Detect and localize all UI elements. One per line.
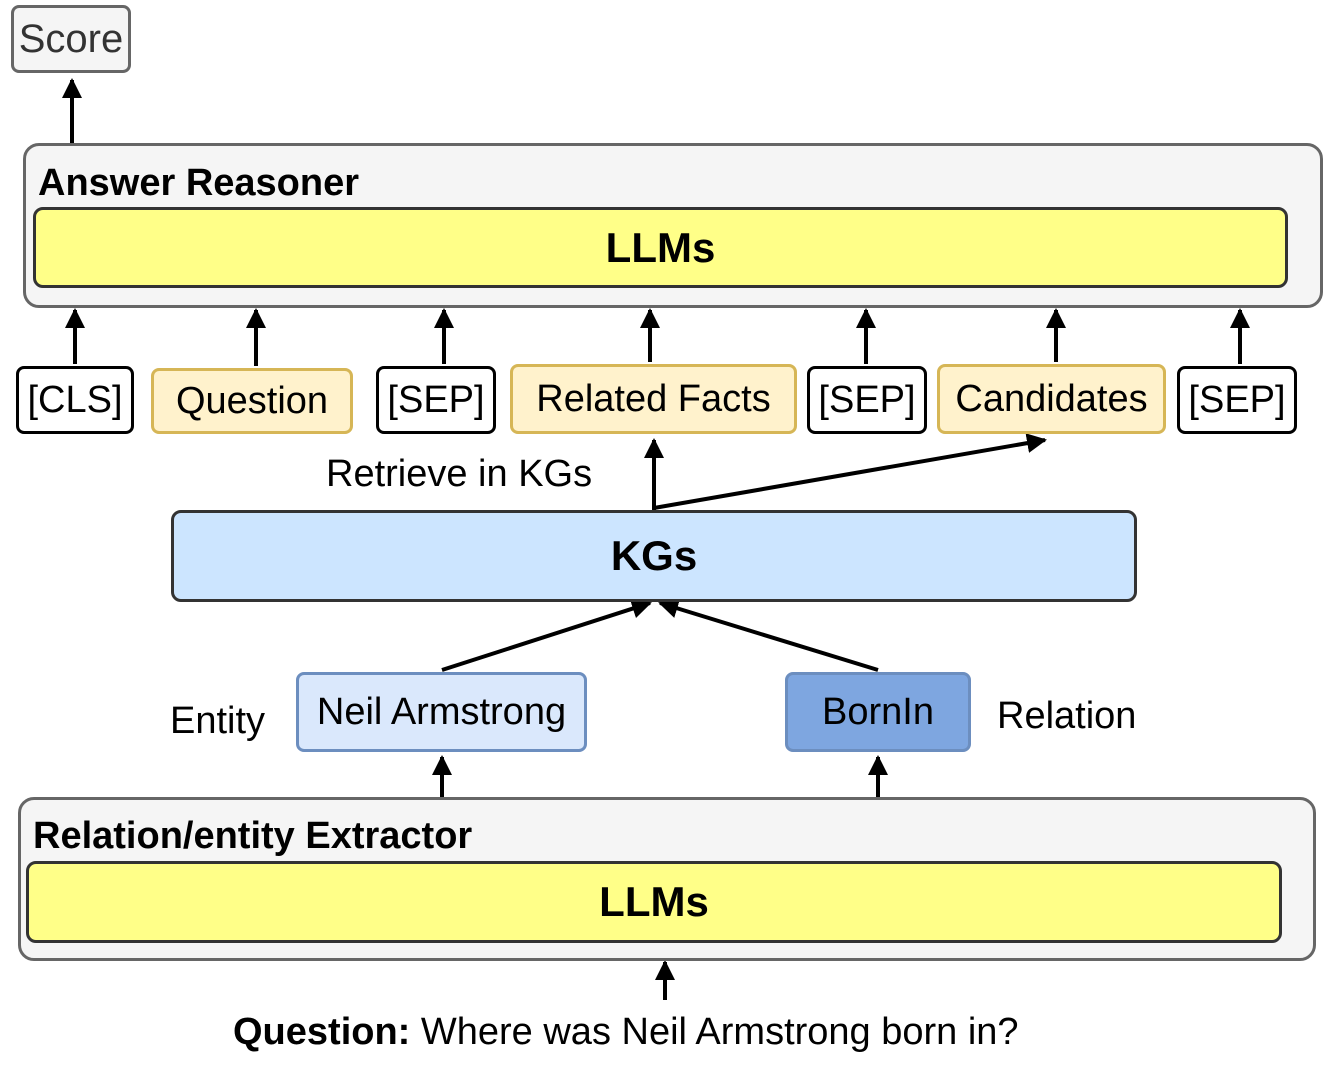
relation-box: BornIn xyxy=(785,672,971,752)
question-prefix: Question: xyxy=(233,1011,411,1053)
token-sep-2-label: [SEP] xyxy=(818,378,916,421)
question-body: Where was Neil Armstrong born in? xyxy=(410,1011,1019,1053)
token-sep-3: [SEP] xyxy=(1177,366,1297,434)
token-related-facts-label: Related Facts xyxy=(536,377,771,420)
score-box: Score xyxy=(11,5,131,73)
relation-value: BornIn xyxy=(822,690,934,733)
score-label: Score xyxy=(18,16,124,61)
retrieve-label: Retrieve in KGs xyxy=(326,453,593,495)
relation-label: Relation xyxy=(997,695,1137,737)
arrow-relation-to-kgs xyxy=(658,598,879,672)
kgs-box: KGs xyxy=(171,510,1137,602)
entity-value: Neil Armstrong xyxy=(316,690,567,733)
entity-label: Entity xyxy=(170,700,266,742)
extractor-llm: LLMs xyxy=(26,861,1282,943)
answer-reasoner-title: Answer Reasoner xyxy=(38,162,360,204)
token-candidates-label: Candidates xyxy=(955,377,1148,420)
token-sep-1: [SEP] xyxy=(376,366,496,434)
arrow-entity-to-kgs xyxy=(441,599,652,672)
answer-reasoner-llm-label: LLMs xyxy=(605,223,716,271)
token-cls: [CLS] xyxy=(16,366,134,434)
token-sep-2: [SEP] xyxy=(807,366,927,434)
extractor-llm-label: LLMs xyxy=(599,878,709,925)
extractor-title: Relation/entity Extractor xyxy=(33,815,473,857)
token-question: Question xyxy=(151,368,353,434)
kgs-label: KGs xyxy=(610,532,698,579)
token-sep-3-label: [SEP] xyxy=(1188,378,1286,421)
token-sep-1-label: [SEP] xyxy=(387,378,485,421)
entity-box: Neil Armstrong xyxy=(296,672,587,752)
question-text: Question: Where was Neil Armstrong born … xyxy=(233,1013,1019,1051)
token-cls-label: [CLS] xyxy=(27,378,123,421)
answer-reasoner-llm: LLMs xyxy=(33,207,1288,288)
token-candidates: Candidates xyxy=(937,364,1166,434)
token-related-facts: Related Facts xyxy=(510,364,797,434)
token-question-label: Question xyxy=(175,379,329,422)
arrow-kgs-to-candidates xyxy=(653,433,1047,510)
